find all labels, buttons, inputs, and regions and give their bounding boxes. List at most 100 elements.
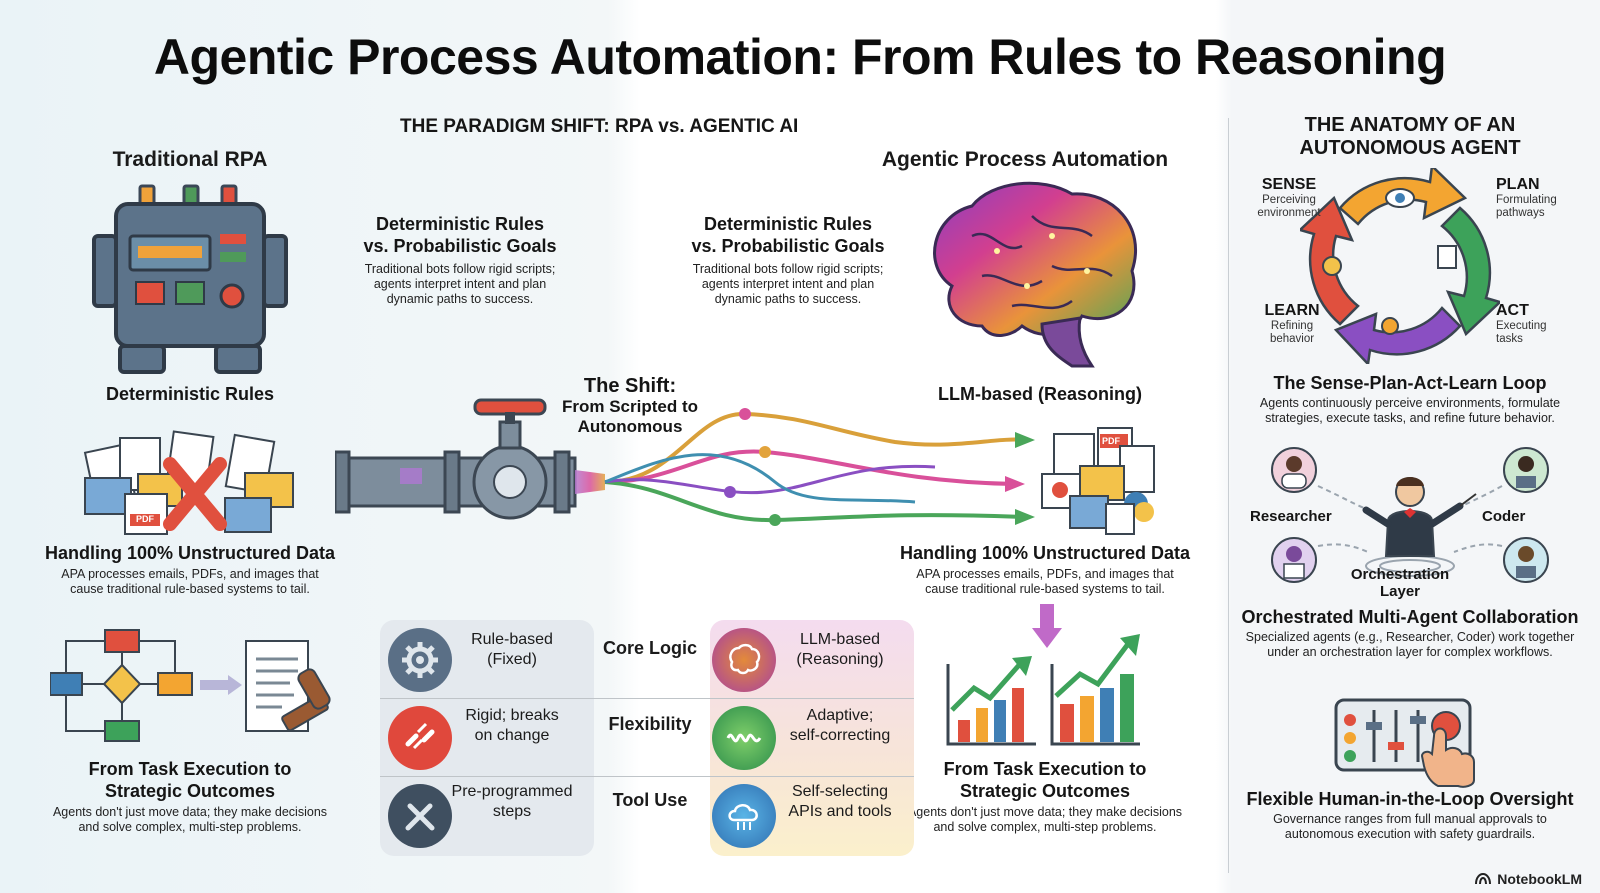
agent-coder-label: Coder	[1482, 508, 1526, 525]
loop-act-desc-2: tasks	[1496, 333, 1523, 345]
data-body-2-r: cause traditional rule-based systems to …	[925, 582, 1165, 596]
loop-plan-label: PLAN	[1496, 176, 1540, 193]
loop-act-desc-1: Executing	[1496, 320, 1547, 332]
apa-tool-use-line2: APIs and tools	[788, 803, 892, 820]
anatomy-heading-2: AUTONOMOUS AGENT	[1299, 137, 1521, 159]
loop-sense-desc-2: environment	[1257, 207, 1321, 219]
gear-icon	[388, 628, 452, 692]
task-body-2: and solve complex, multi-step problems.	[78, 820, 302, 834]
loop-learn-desc-1: Refining	[1270, 320, 1314, 332]
data-body-1: APA processes emails, PDFs, and images t…	[61, 567, 319, 581]
loop-title: The Sense-Plan-Act-Learn Loop	[1273, 373, 1547, 393]
deterministic-rules-label: Deterministic Rules	[105, 384, 275, 404]
agent-researcher-label: Researcher	[1250, 508, 1332, 525]
det-body-2-r: agents interpret intent and plan	[701, 277, 875, 291]
loop-block: The Sense-Plan-Act-Learn Loop Agents con…	[1236, 372, 1584, 426]
data-title: Handling 100% Unstructured Data	[44, 543, 336, 563]
apa-core-logic-line2: (Reasoning)	[796, 651, 884, 668]
rpa-tool-use-line1: Pre-programmed	[451, 783, 573, 800]
loop-sense-label: SENSE	[1261, 176, 1317, 193]
multi-agent-body-2: under an orchestration layer for complex…	[1267, 645, 1553, 659]
task-block-left: From Task Execution to Strategic Outcome…	[40, 758, 340, 835]
det-block-left: Deterministic Rules vs. Probabilistic Go…	[340, 213, 580, 307]
growth-charts-icon	[946, 604, 1140, 746]
multi-agent-body-1: Specialized agents (e.g., Researcher, Co…	[1245, 630, 1575, 644]
hitl-title: Flexible Human-in-the-Loop Oversight	[1246, 789, 1574, 809]
paradigm-heading: THE PARADIGM SHIFT: RPA vs. AGENTIC AI	[400, 116, 799, 137]
notebooklm-logo-icon	[1475, 873, 1492, 885]
rpa-flexibility-line1: Rigid; breaks	[465, 707, 559, 724]
row-separator-2	[380, 776, 914, 777]
brand-text: NotebookLM	[1497, 871, 1582, 887]
task-body-1: Agents don't just move data; they make d…	[52, 805, 328, 819]
rpa-flexibility: Rigid; breaks on change	[452, 706, 572, 746]
brain-icon	[933, 181, 1138, 368]
anatomy-heading-1: THE ANATOMY OF AN	[1304, 114, 1516, 136]
det-title-2: vs. Probabilistic Goals	[363, 236, 557, 256]
apa-core-logic-line1: LLM-based	[799, 631, 881, 648]
det-block-right: Deterministic Rules vs. Probabilistic Go…	[668, 213, 908, 307]
broken-link-icon	[388, 706, 452, 770]
rpa-tool-use-line2: steps	[492, 803, 532, 820]
pdf-label-right: PDF	[1102, 436, 1120, 446]
det-title-2-r: vs. Probabilistic Goals	[691, 236, 885, 256]
loop-plan-desc-2: pathways	[1496, 207, 1545, 219]
apa-title: Agentic Process Automation	[881, 148, 1169, 171]
pdf-label-left: PDF	[136, 514, 154, 524]
column-divider	[1228, 118, 1229, 873]
multi-agent-icon	[1271, 447, 1549, 583]
det-body-3: dynamic paths to success.	[386, 292, 534, 306]
apa-core-logic: LLM-based (Reasoning)	[776, 630, 904, 670]
flowchart-stamp-icon	[50, 629, 331, 742]
task-title-1-r: From Task Execution to	[943, 759, 1147, 779]
loop-sense: SENSE Perceiving environment	[1244, 176, 1334, 220]
brain-small-icon	[712, 628, 776, 692]
wave-icon	[712, 706, 776, 770]
loop-sense-desc-1: Perceiving	[1262, 194, 1316, 206]
rpa-tool-use: Pre-programmed steps	[448, 782, 576, 822]
shift-subtitle-1: From Scripted to	[561, 397, 698, 416]
loop-learn-label: LEARN	[1264, 302, 1320, 319]
orchestration-line-1: Orchestration	[1350, 566, 1450, 583]
cloud-icon	[712, 784, 776, 848]
documents-cluster-icon	[1041, 427, 1155, 535]
criterion-tool-use: Tool Use	[612, 790, 688, 810]
notebooklm-brand: NotebookLM	[1475, 871, 1582, 887]
hitl-block: Flexible Human-in-the-Loop Oversight Gov…	[1236, 788, 1584, 842]
orchestration-line-2: Layer	[1379, 583, 1421, 600]
loop-learn-desc-2: behavior	[1269, 333, 1315, 345]
shift-title: The Shift:	[583, 375, 677, 397]
rpa-core-logic-line1: Rule-based	[471, 631, 553, 648]
loop-body-2: strategies, execute tasks, and refine fu…	[1265, 411, 1555, 425]
shift-block: The Shift: From Scripted to Autonomous	[545, 375, 715, 437]
apa-flexibility: Adaptive; self-correcting	[776, 706, 904, 746]
criterion-core-logic: Core Logic	[602, 638, 697, 658]
loop-learn: LEARN Refining behavior	[1252, 302, 1332, 346]
hitl-body-1: Governance ranges from full manual appro…	[1273, 812, 1547, 826]
det-body-3-r: dynamic paths to success.	[714, 292, 862, 306]
hitl-body-2: autonomous execution with safety guardra…	[1284, 827, 1536, 841]
criterion-flexibility: Flexibility	[608, 714, 692, 734]
traditional-rpa-title: Traditional RPA	[112, 148, 268, 171]
data-block-left: Handling 100% Unstructured Data APA proc…	[40, 542, 340, 597]
task-body-1-r: Agents don't just move data; they make d…	[907, 805, 1183, 819]
data-body-1-r: APA processes emails, PDFs, and images t…	[916, 567, 1174, 581]
multi-agent-title: Orchestrated Multi-Agent Collaboration	[1241, 607, 1579, 627]
loop-plan: PLAN Formulating pathways	[1496, 176, 1586, 220]
apa-flexibility-line2: self-correcting	[789, 727, 891, 744]
task-block-right: From Task Execution to Strategic Outcome…	[895, 758, 1195, 835]
shift-subtitle-2: Autonomous	[577, 417, 683, 436]
control-panel-icon	[1334, 698, 1475, 788]
task-title-1: From Task Execution to	[88, 759, 292, 779]
loop-plan-desc-1: Formulating	[1496, 194, 1557, 206]
llm-reasoning-label: LLM-based (Reasoning)	[937, 384, 1142, 404]
det-title-1: Deterministic Rules	[375, 214, 545, 234]
loop-act-label: ACT	[1496, 302, 1529, 319]
row-separator-1	[380, 698, 914, 699]
pipe-shift-illustration	[335, 398, 1035, 526]
multi-agent-block: Orchestrated Multi-Agent Collaboration S…	[1236, 606, 1584, 660]
page-title: Agentic Process Automation: From Rules t…	[153, 29, 1447, 85]
det-body-1-r: Traditional bots follow rigid scripts;	[692, 262, 884, 276]
det-body-1: Traditional bots follow rigid scripts;	[364, 262, 556, 276]
data-title-r: Handling 100% Unstructured Data	[899, 543, 1191, 563]
